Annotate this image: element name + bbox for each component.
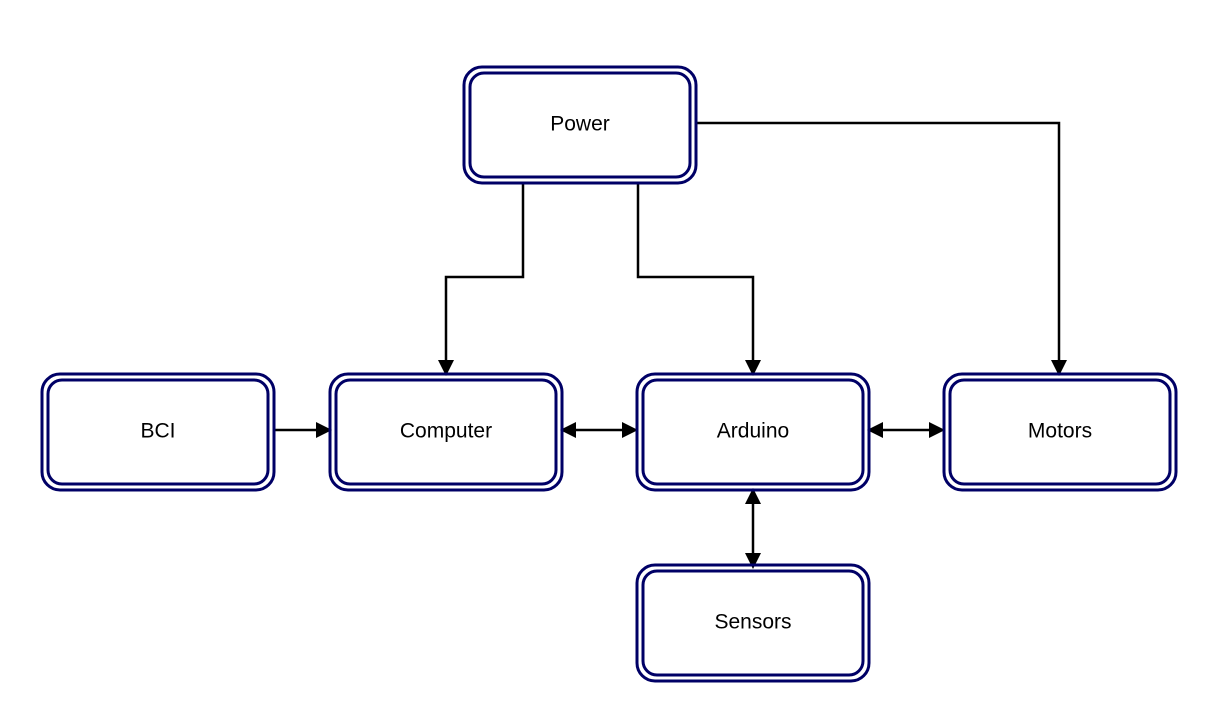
- edge-bci-to-computer: [274, 422, 332, 438]
- arrowhead: [316, 422, 332, 438]
- arrowhead: [438, 360, 454, 376]
- edges: [274, 121, 1067, 569]
- node-power: Power: [462, 65, 698, 185]
- arrowhead: [929, 422, 945, 438]
- edge-arduino-motors: [867, 422, 945, 438]
- nodes: Power BCI Computer Arduino Motors Sensor…: [40, 65, 1178, 683]
- edge-arduino-sensors: [745, 488, 761, 569]
- node-sensors: Sensors: [635, 563, 871, 683]
- node-bci-label: BCI: [140, 420, 175, 443]
- node-computer-label: Computer: [400, 420, 492, 443]
- arrowhead: [745, 553, 761, 569]
- arrowhead: [867, 422, 883, 438]
- arrowhead: [622, 422, 638, 438]
- node-motors: Motors: [942, 372, 1178, 492]
- arrowhead: [1051, 360, 1067, 376]
- node-computer: Computer: [328, 372, 564, 492]
- edge-power-to-arduino: [636, 183, 761, 376]
- node-arduino-label: Arduino: [717, 420, 789, 443]
- node-arduino: Arduino: [635, 372, 871, 492]
- node-bci: BCI: [40, 372, 276, 492]
- arrowhead: [745, 488, 761, 504]
- edge-power-to-motors: [696, 121, 1067, 376]
- arrowhead: [745, 360, 761, 376]
- arrowhead: [560, 422, 576, 438]
- node-power-label: Power: [550, 113, 610, 136]
- node-motors-label: Motors: [1028, 420, 1092, 443]
- edge-power-to-computer: [438, 183, 525, 376]
- node-sensors-label: Sensors: [714, 611, 791, 634]
- edge-computer-arduino: [560, 422, 638, 438]
